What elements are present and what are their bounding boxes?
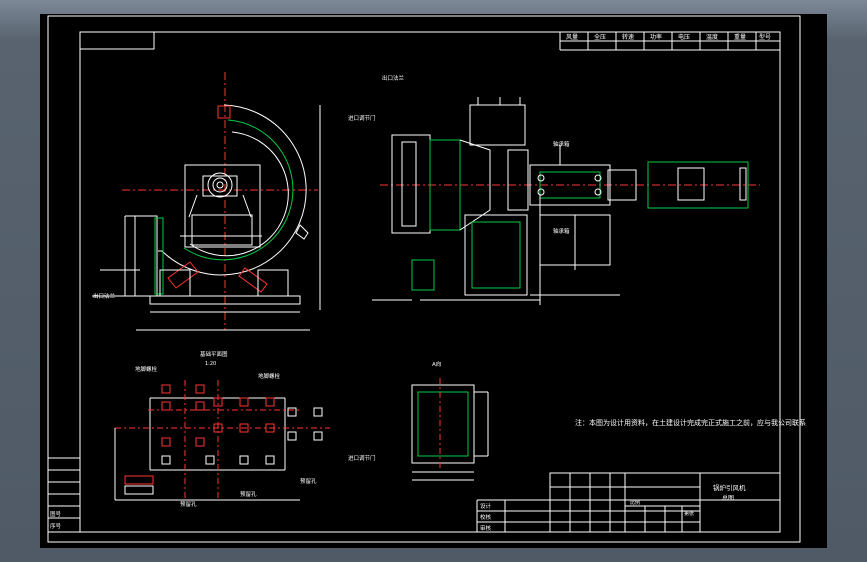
spec-header-4: 电压 — [678, 33, 690, 41]
label-foundation-bolt-b: 地脚螺栓 — [258, 372, 281, 380]
title-row-1: 校核 — [480, 513, 492, 521]
label-damper-bottom: 进口调节门 — [348, 454, 376, 462]
label-bearing-bottom: 轴承箱 — [553, 227, 570, 235]
title-row-0: 设计 — [480, 502, 492, 510]
label-foundation-bolt-a: 地脚螺栓 — [135, 365, 158, 373]
foundation-plan — [114, 380, 330, 501]
spec-header-6: 重量 — [734, 33, 746, 41]
corner-block — [47, 457, 81, 533]
fan-side-view — [372, 97, 760, 305]
label-foundation-title: 基础平面图 — [200, 350, 228, 358]
label-bearing-top: 轴承箱 — [553, 140, 570, 148]
section-view — [411, 378, 489, 481]
drawing-subtitle: 总图 — [722, 494, 734, 502]
title-block — [476, 472, 781, 533]
inner-border — [79, 31, 781, 533]
label-outlet-side: 出口法兰 — [382, 74, 405, 82]
sheet-label: 第张 — [684, 510, 694, 517]
label-foundation-scale: 1:20 — [205, 361, 216, 367]
label-section-view: A向 — [432, 360, 441, 368]
spec-header-0: 风量 — [566, 34, 578, 41]
label-foundation-hole-a: 预留孔 — [300, 477, 317, 485]
label-outlet-front: 出口法兰 — [93, 292, 116, 300]
spec-header-3: 功率 — [650, 33, 662, 41]
drawing-sheet: 风量 全压 转速 功率 电压 温度 重量 型号 — [40, 14, 827, 548]
spec-header-7: 型号 — [759, 33, 771, 41]
outer-border — [47, 15, 801, 543]
label-foundation-hole-b: 预留孔 — [240, 490, 257, 498]
drawing-name: 锅炉引风机 — [713, 483, 746, 492]
label-damper-top: 进口调节门 — [348, 114, 376, 122]
drawing-note: 注：本图为设计用资料，在土建设计完成完正式施工之前，应与我公司联系 — [575, 418, 806, 427]
corner-box — [79, 31, 155, 50]
drawing-canvas: 风量 全压 转速 功率 电压 温度 重量 型号 — [47, 15, 806, 543]
spec-table — [559, 32, 780, 51]
corner-label-0: 图号 — [50, 510, 62, 518]
spec-headers: 风量 全压 转速 功率 电压 温度 重量 型号 — [566, 33, 771, 41]
label-foundation-hole-c: 预留孔 — [180, 500, 197, 508]
corner-label-1: 序号 — [50, 522, 62, 530]
title-row-2: 审核 — [480, 524, 492, 532]
spec-header-5: 温度 — [706, 33, 718, 41]
scale-label: 比例 — [630, 499, 640, 506]
spec-header-1: 全压 — [594, 33, 606, 41]
fan-front-view — [92, 72, 321, 331]
spec-header-2: 转速 — [622, 33, 634, 41]
